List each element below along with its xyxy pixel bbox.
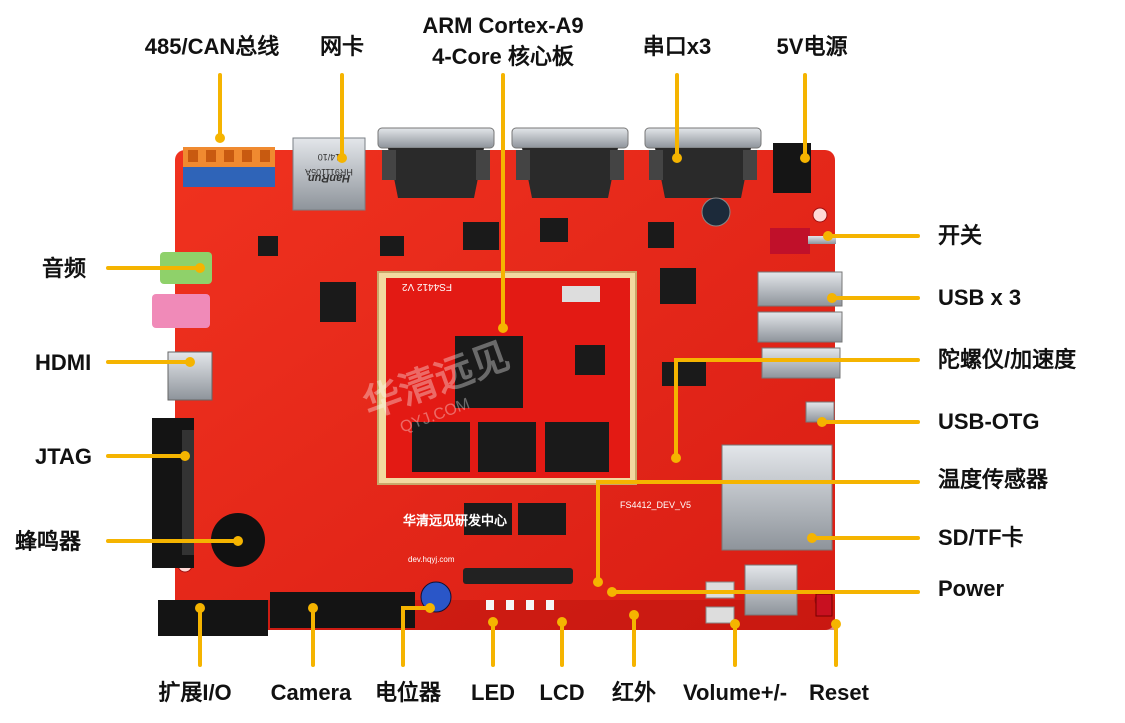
leader-dots bbox=[180, 133, 841, 629]
leader-pot bbox=[401, 606, 432, 667]
can485-terminal bbox=[183, 147, 275, 187]
label-gyro: 陀螺仪/加速度 bbox=[938, 347, 1077, 372]
label-potentiometer: 电位器 bbox=[374, 680, 442, 705]
eth-date-text: 14/10 bbox=[318, 152, 341, 162]
brand-silkscreen: 华清远见研发中心 bbox=[403, 513, 507, 529]
label-switch: 开关 bbox=[938, 223, 983, 248]
label-camera: Camera bbox=[270, 680, 352, 705]
label-sd-tf: SD/TF卡 bbox=[938, 525, 1024, 550]
label-power-5v: 5V电源 bbox=[776, 34, 848, 59]
website-silkscreen: dev.hqyj.com bbox=[408, 555, 455, 564]
expansion-io-headers bbox=[158, 592, 415, 636]
core-model-text: FS4412 V2 bbox=[402, 281, 452, 292]
reset-button bbox=[815, 593, 833, 617]
power-switch bbox=[770, 228, 836, 254]
label-core-line2: 4-Core 核心板 bbox=[432, 44, 574, 69]
usb-ports bbox=[757, 271, 843, 379]
label-led: LED bbox=[471, 680, 515, 705]
label-infrared: 红外 bbox=[611, 680, 657, 705]
label-buzzer: 蜂鸣器 bbox=[15, 529, 82, 554]
cpu-chip bbox=[455, 336, 523, 408]
label-can485: 485/CAN总线 bbox=[144, 34, 280, 59]
label-temp-sensor: 温度传感器 bbox=[938, 467, 1049, 492]
jtag-header bbox=[152, 418, 194, 568]
sd-card-slot bbox=[721, 444, 833, 551]
leader-lines bbox=[106, 73, 920, 667]
board-model-silkscreen: FS4412_DEV_V5 bbox=[620, 500, 691, 510]
label-hdmi: HDMI bbox=[35, 350, 92, 375]
board-chips bbox=[258, 218, 706, 535]
core-board: FS4412 V2 bbox=[377, 271, 637, 485]
lcd-connector bbox=[463, 568, 573, 584]
label-ethernet: 网卡 bbox=[319, 34, 365, 59]
label-reset: Reset bbox=[809, 680, 869, 705]
serial-port-1 bbox=[377, 127, 495, 198]
capacitor bbox=[701, 197, 731, 227]
label-audio: 音频 bbox=[42, 256, 87, 281]
label-power: Power bbox=[938, 576, 1005, 601]
label-lcd: LCD bbox=[539, 680, 585, 705]
label-core-line1: ARM Cortex-A9 bbox=[422, 13, 584, 38]
leader-temp bbox=[596, 480, 920, 584]
label-volume: Volume+/- bbox=[682, 680, 788, 705]
eth-model-text: HR911105A bbox=[305, 167, 353, 177]
eth-brand-text: HanRun bbox=[308, 172, 350, 184]
label-serial: 串口x3 bbox=[642, 34, 712, 59]
label-expansion-io: 扩展I/O bbox=[158, 680, 232, 705]
label-jtag: JTAG bbox=[35, 444, 93, 469]
serial-connectors bbox=[377, 127, 762, 198]
label-usb3: USB x 3 bbox=[938, 285, 1022, 310]
leader-gyro bbox=[674, 358, 920, 460]
led-row bbox=[486, 600, 554, 610]
serial-port-2 bbox=[511, 127, 629, 198]
label-usb-otg: USB-OTG bbox=[938, 409, 1040, 434]
ethernet-jack: HanRun HR911105A 14/10 bbox=[292, 137, 366, 211]
